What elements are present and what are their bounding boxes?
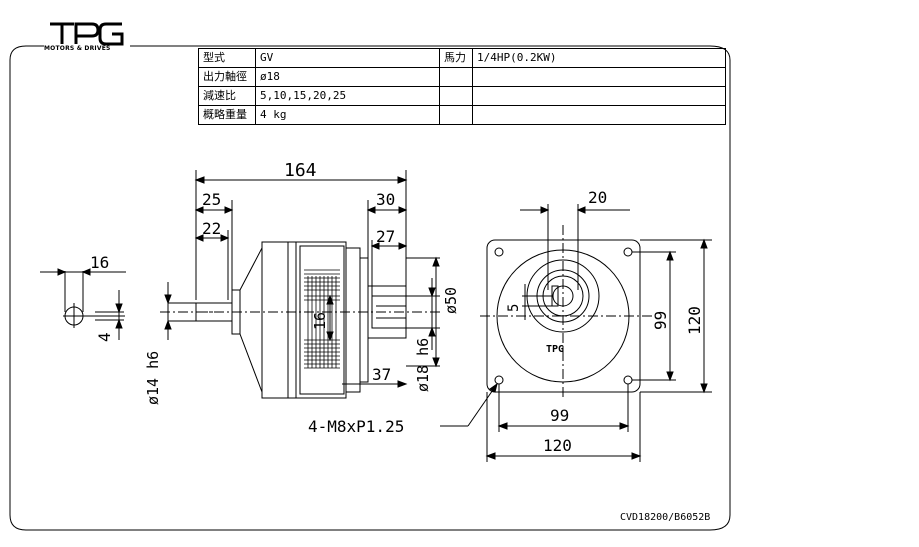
spec-label: 型式	[198, 48, 256, 68]
dim-right-37: 37	[372, 365, 391, 384]
dim-overall-164: 164	[284, 160, 317, 181]
dim-left-25: 25	[202, 190, 221, 209]
bolt-callout: 4-M8xP1.25	[308, 417, 404, 436]
front-dim-20: 20	[588, 188, 607, 207]
front-dim-99-vertical: 99	[651, 311, 670, 330]
spec-value: ø18	[255, 67, 440, 87]
spec-value: 4 kg	[255, 105, 440, 125]
spec-value: 5,10,15,20,25	[255, 86, 440, 106]
front-dim-99-horizontal: 99	[550, 406, 569, 425]
key-dim-4: 4	[95, 332, 114, 342]
spec-table: 型式 GV 馬力 1/4HP(0.2KW) 出力軸徑 ø18 減速比 5,10,…	[198, 48, 726, 125]
front-dim-5: 5	[506, 304, 522, 312]
spec-label-2	[439, 67, 473, 87]
front-dim-120-horizontal: 120	[543, 436, 572, 455]
spec-row: 概略重量 4 kg	[198, 105, 726, 125]
side-view	[160, 170, 440, 399]
front-dim-120-vertical: 120	[685, 306, 704, 335]
nameplate-mark: TPG	[546, 344, 564, 355]
dim-pilot-dia: ø50	[442, 287, 460, 314]
spec-label-2	[439, 86, 473, 106]
spec-row: 減速比 5,10,15,20,25	[198, 86, 726, 106]
spec-label-2	[439, 105, 473, 125]
spec-value-2	[472, 105, 726, 125]
border-frame	[9, 45, 731, 531]
key-dim-16: 16	[90, 253, 109, 272]
dim-shaft-left-dia: ø14 h6	[144, 351, 162, 405]
spec-label-2: 馬力	[439, 48, 473, 68]
spec-label: 概略重量	[198, 105, 256, 125]
dim-left-22: 22	[202, 219, 221, 238]
spec-row: 出力軸徑 ø18	[198, 67, 726, 87]
logo-tagline: MOTORS & DRIVES	[44, 45, 111, 52]
tpg-logo	[50, 22, 124, 46]
drawing-code: CVD18200/B6052B	[620, 512, 711, 523]
dim-right-27: 27	[376, 227, 395, 246]
dim-center-16: 16	[311, 312, 329, 330]
spec-row: 型式 GV 馬力 1/4HP(0.2KW)	[198, 48, 726, 68]
dim-shaft-right-dia: ø18 h6	[414, 338, 432, 392]
front-view	[440, 204, 712, 462]
spec-value-2	[472, 86, 726, 106]
spec-value-2	[472, 67, 726, 87]
spec-label: 出力軸徑	[198, 67, 256, 87]
spec-value: GV	[255, 48, 440, 68]
spec-value-2: 1/4HP(0.2KW)	[472, 48, 726, 68]
dim-right-30: 30	[376, 190, 395, 209]
key-view	[40, 268, 126, 340]
spec-label: 減速比	[198, 86, 256, 106]
